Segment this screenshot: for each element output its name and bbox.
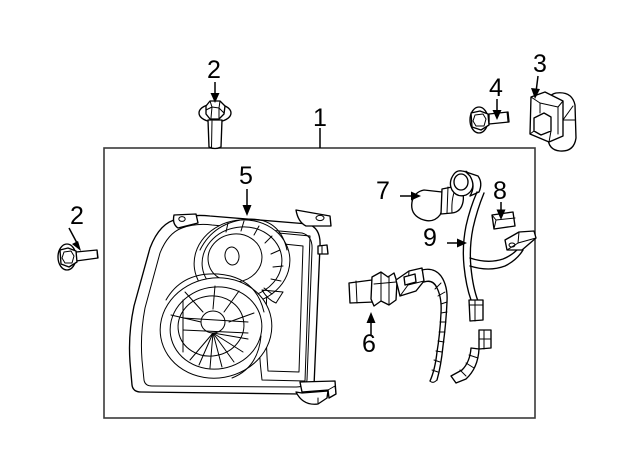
bolt-left bbox=[57, 243, 99, 271]
leader-6 bbox=[366, 312, 376, 336]
wire-harness bbox=[449, 170, 537, 384]
leader-2-left bbox=[68, 227, 81, 251]
callout-label-5: 5 bbox=[239, 162, 253, 190]
leader-7 bbox=[400, 191, 421, 201]
callout-label-9: 9 bbox=[423, 224, 437, 252]
leader-2-upper bbox=[210, 82, 220, 103]
callout-label-4: 4 bbox=[489, 74, 503, 102]
callout-label-8: 8 bbox=[493, 177, 507, 205]
callout-label-3: 3 bbox=[533, 50, 547, 78]
composite-headlamp bbox=[128, 209, 337, 405]
bulb-socket bbox=[348, 267, 425, 307]
leader-9 bbox=[447, 238, 467, 248]
leader-8 bbox=[496, 202, 506, 220]
retainer-bracket bbox=[529, 91, 577, 152]
harness-conduit bbox=[421, 268, 448, 383]
callout-label-2-left: 2 bbox=[70, 202, 84, 230]
callout-label-1: 1 bbox=[313, 104, 327, 132]
callout-label-7: 7 bbox=[376, 177, 390, 205]
callout-label-2-upper: 2 bbox=[207, 56, 221, 84]
bolt-retainer bbox=[469, 106, 510, 134]
wire-clip bbox=[491, 211, 516, 230]
leader-5 bbox=[242, 189, 252, 216]
leader-4 bbox=[492, 99, 502, 120]
callout-label-6: 6 bbox=[362, 330, 376, 358]
bolt-upper bbox=[198, 100, 232, 150]
leader-3 bbox=[531, 75, 540, 99]
